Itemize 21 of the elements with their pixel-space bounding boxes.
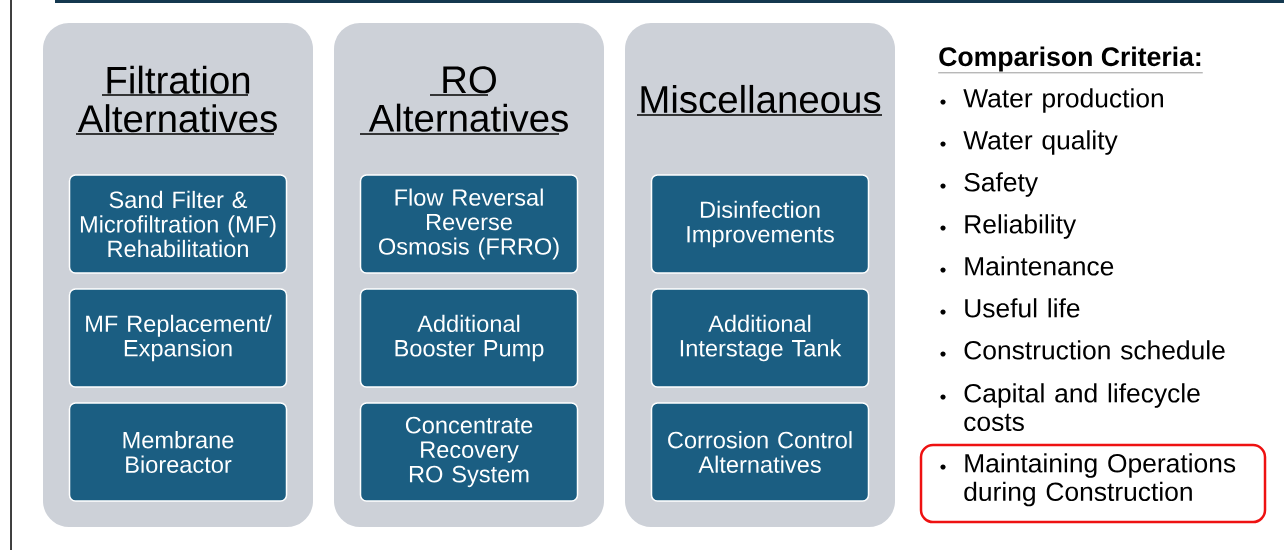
criterion: Construction schedule	[964, 340, 1225, 360]
option-box: MF Replacement/ Expansion	[68, 288, 288, 388]
criterion: Water quality	[963, 130, 1118, 155]
criterion: Useful life	[965, 298, 1080, 318]
option-box: Disinfection Improvements	[650, 174, 870, 274]
list-heading: Comparison Criteria:	[938, 46, 1203, 73]
option-box: Corrosion Control Alternatives	[650, 402, 870, 502]
option-box: Membrane Bioreactor	[68, 402, 288, 502]
panel-heading: Filtration Alternatives	[75, 65, 277, 135]
option-box: Sand Filter & Microfiltration (MF) Rehabilitation	[68, 174, 288, 274]
option-box: Concentrate Recovery RO System	[359, 402, 579, 502]
panel-heading: Miscellaneous	[636, 84, 883, 116]
option-box: Flow Reversal Reverse Osmosis (FRRO)	[359, 174, 579, 274]
panel-heading: RO Alternatives	[359, 66, 568, 135]
criterion: Maintenance	[965, 256, 1114, 276]
option-box: Additional Interstage Tank	[650, 288, 870, 388]
criterion: Water production	[963, 88, 1163, 113]
highlight-box: Maintaining Operations during Construction	[919, 443, 1267, 524]
option-box: Additional Booster Pump	[359, 288, 579, 388]
criterion: Reliability	[965, 214, 1077, 239]
criterion: Safety	[964, 172, 1038, 197]
